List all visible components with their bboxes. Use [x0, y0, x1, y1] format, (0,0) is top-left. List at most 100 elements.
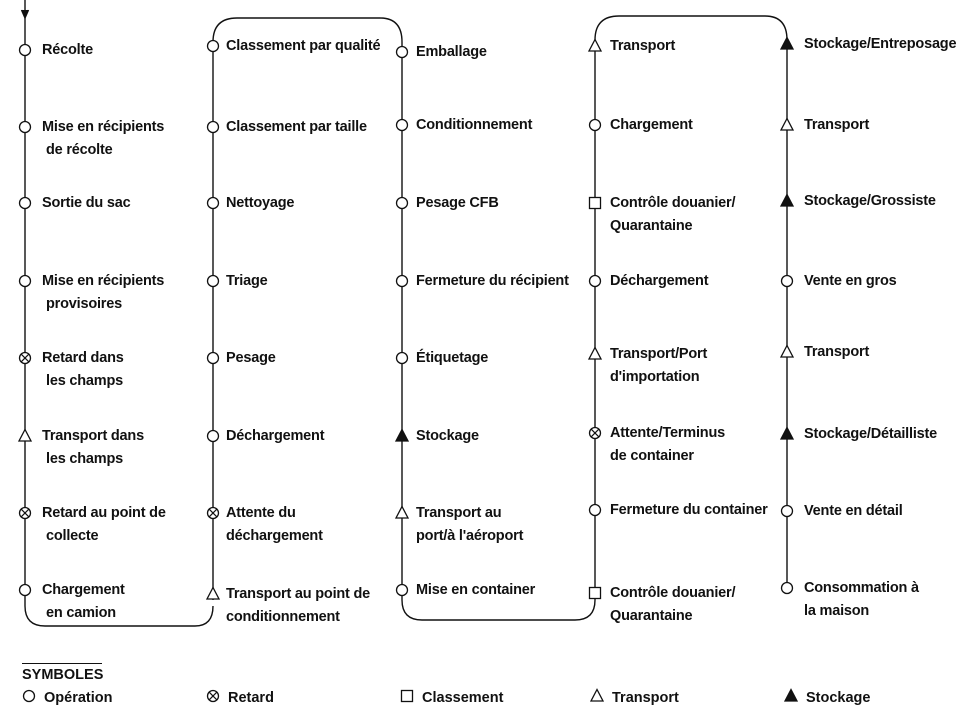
- step-5-6-label-line-1: Stockage/Détailliste: [804, 426, 937, 442]
- step-2-3-label-line-1: Nettoyage: [226, 195, 295, 211]
- triangle-filled-icon: [783, 688, 799, 702]
- step-5-1-triangle-filled-icon: [779, 36, 795, 50]
- step-4-6-label-line-2: de container: [610, 448, 694, 464]
- step-5-8-circle-icon: [780, 581, 794, 595]
- triangle-outline-icon: [589, 688, 605, 702]
- step-3-1-circle-icon: [395, 45, 409, 59]
- legend-rule: [22, 663, 102, 664]
- step-2-7-circle-cross-icon: [206, 506, 220, 520]
- square-icon: [400, 689, 414, 703]
- step-2-1-label-line-1: Classement par qualité: [226, 38, 381, 54]
- legend-symbol-storage: [783, 688, 799, 702]
- step-4-7-circle-icon: [588, 503, 602, 517]
- step-2-1-circle-icon: [206, 39, 220, 53]
- step-1-4-circle-icon: [18, 274, 32, 288]
- legend-symbol-operation: [22, 689, 36, 703]
- step-1-2-circle-icon: [18, 120, 32, 134]
- legend-item-delay: Retard: [206, 688, 274, 708]
- step-3-5-circle-icon: [395, 351, 409, 365]
- step-1-6-label-line-2: les champs: [46, 451, 123, 467]
- step-2-5-label-line-1: Pesage: [226, 350, 276, 366]
- step-4-8-label-line-1: Contrôle douanier/: [610, 585, 736, 601]
- step-1-5-label-line-2: les champs: [46, 373, 123, 389]
- step-1-3-circle-icon: [18, 196, 32, 210]
- step-2-8-label-line-1: Transport au point de: [226, 586, 371, 602]
- flow-connectors: [20, 0, 788, 627]
- step-1-2-label-line-2: de récolte: [46, 142, 113, 158]
- step-3-7-triangle-outline-icon: [394, 505, 410, 519]
- entry-arrowhead: [20, 9, 30, 20]
- step-2-3-circle-icon: [206, 196, 220, 210]
- step-3-7-label-line-2: port/à l'aéroport: [416, 528, 524, 544]
- legend-label-delay: Retard: [228, 690, 274, 706]
- step-1-8-circle-icon: [18, 583, 32, 597]
- step-3-7-label-line-1: Transport au: [416, 505, 502, 521]
- step-4-2-circle-icon: [588, 118, 602, 132]
- step-1-4-label-line-2: provisoires: [46, 296, 122, 312]
- legend-title: SYMBOLES: [22, 667, 104, 683]
- step-1-8-label-line-2: en camion: [46, 605, 116, 621]
- step-4-1-triangle-outline-icon: [587, 38, 603, 52]
- connector-col1-col2: [24, 18, 214, 627]
- step-1-1-label-line-1: Récolte: [42, 42, 93, 58]
- step-4-5-triangle-outline-icon: [587, 346, 603, 360]
- step-5-8-label-line-2: la maison: [804, 603, 870, 619]
- step-4-4-circle-icon: [588, 274, 602, 288]
- step-5-4-label-line-1: Vente en gros: [804, 273, 897, 289]
- legend-item-transport: Transport: [589, 688, 679, 708]
- step-4-8-square-icon: [588, 586, 602, 600]
- step-3-6-label-line-1: Stockage: [416, 428, 479, 444]
- legend-item-storage: Stockage: [783, 688, 871, 708]
- step-2-2-label-line-1: Classement par taille: [226, 119, 367, 135]
- step-3-8-circle-icon: [395, 583, 409, 597]
- step-2-5-circle-icon: [206, 351, 220, 365]
- step-4-3-label-line-1: Contrôle douanier/: [610, 195, 736, 211]
- step-5-6-triangle-filled-icon: [779, 426, 795, 440]
- step-1-6-triangle-outline-icon: [17, 428, 33, 442]
- step-1-6-label-line-1: Transport dans: [42, 428, 144, 444]
- step-3-4-label-line-1: Fermeture du récipient: [416, 273, 569, 289]
- step-4-7-label-line-1: Fermeture du container: [610, 502, 768, 518]
- step-4-8-label-line-2: Quarantaine: [610, 608, 693, 624]
- legend-item-inspection: Classement: [400, 688, 503, 708]
- step-3-3-label-line-1: Pesage CFB: [416, 195, 499, 211]
- step-2-4-circle-icon: [206, 274, 220, 288]
- step-5-2-triangle-outline-icon: [779, 117, 795, 131]
- step-2-4-label-line-1: Triage: [226, 273, 268, 289]
- step-2-7-label-line-2: déchargement: [226, 528, 323, 544]
- step-3-4-circle-icon: [395, 274, 409, 288]
- step-5-4-circle-icon: [780, 274, 794, 288]
- step-4-2-label-line-1: Chargement: [610, 117, 693, 133]
- step-3-8-label-line-1: Mise en container: [416, 582, 536, 598]
- step-1-1-circle-icon: [18, 43, 32, 57]
- connector-col3-col4: [401, 42, 596, 621]
- step-5-5-label-line-1: Transport: [804, 344, 870, 360]
- step-1-7-circle-cross-icon: [18, 506, 32, 520]
- step-2-8-triangle-outline-icon: [205, 586, 221, 600]
- step-3-2-circle-icon: [395, 118, 409, 132]
- connector-col4-col5: [594, 15, 788, 600]
- step-2-6-circle-icon: [206, 429, 220, 443]
- step-4-1-label-line-1: Transport: [610, 38, 676, 54]
- step-5-8-label-line-1: Consommation à: [804, 580, 919, 596]
- legend-label-storage: Stockage: [806, 690, 871, 706]
- step-5-1-label-line-1: Stockage/Entreposage: [804, 36, 957, 52]
- step-1-2-label-line-1: Mise en récipients: [42, 119, 165, 135]
- legend-item-operation: Opération: [22, 688, 112, 708]
- legend-symbol-delay: [206, 689, 220, 703]
- step-4-6-label-line-1: Attente/Terminus: [610, 425, 725, 441]
- step-1-7-label-line-2: collecte: [46, 528, 99, 544]
- legend-label-operation: Opération: [44, 690, 113, 706]
- step-5-7-circle-icon: [780, 504, 794, 518]
- step-4-6-circle-cross-icon: [588, 426, 602, 440]
- step-5-7-label-line-1: Vente en détail: [804, 503, 903, 519]
- step-1-7-label-line-1: Retard au point de: [42, 505, 166, 521]
- step-1-5-circle-cross-icon: [18, 351, 32, 365]
- step-4-3-square-icon: [588, 196, 602, 210]
- step-4-3-label-line-2: Quarantaine: [610, 218, 693, 234]
- legend-symbol-transport: [589, 688, 605, 702]
- step-4-5-label-line-1: Transport/Port: [610, 346, 708, 362]
- step-3-1-label-line-1: Emballage: [416, 44, 487, 60]
- step-2-7-label-line-1: Attente du: [226, 505, 296, 521]
